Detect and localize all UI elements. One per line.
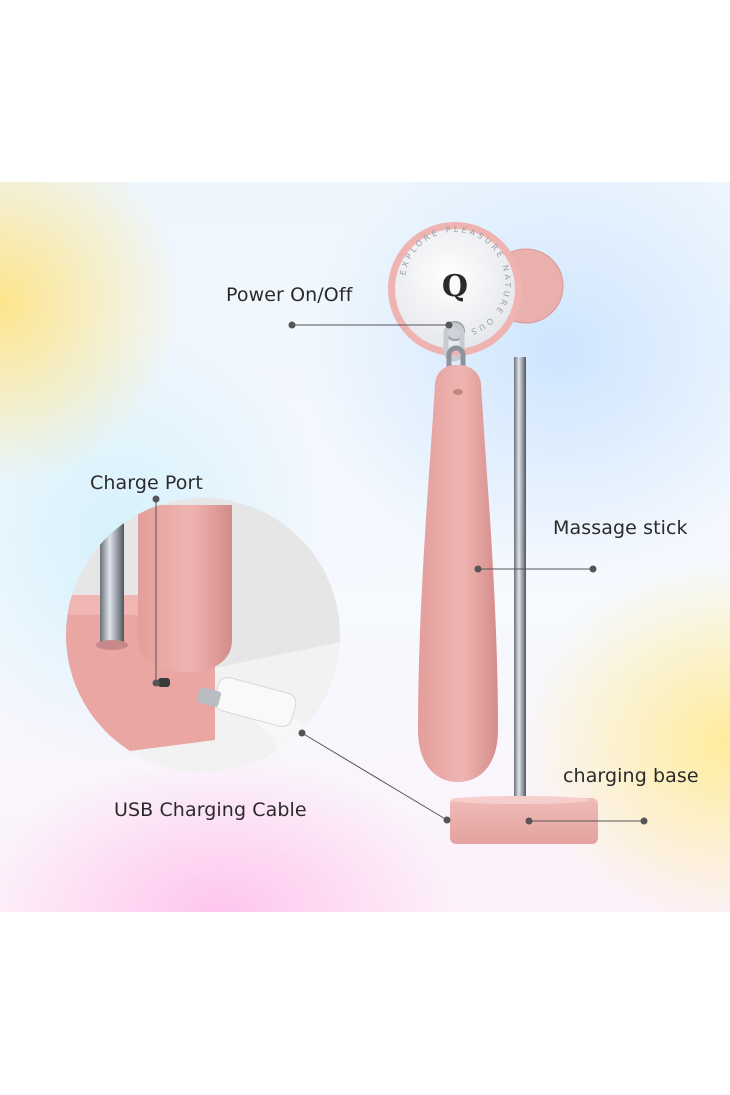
leader-lines — [152, 321, 648, 825]
charging-base-shape — [450, 796, 598, 844]
brand-logo-icon: Q — [442, 269, 468, 304]
charge-port-inset — [66, 498, 340, 772]
label-usb-charging-cable: USB Charging Cable — [114, 799, 307, 821]
label-massage-stick: Massage stick — [553, 517, 688, 539]
label-power-on-off: Power On/Off — [226, 284, 353, 306]
stand-rod — [514, 357, 526, 805]
usb-port-icon — [158, 678, 170, 687]
label-charging-base: charging base — [563, 765, 699, 787]
massage-stick — [418, 365, 498, 782]
device-head: EXPLORE PLEASURE NATURE OUS Q — [388, 222, 522, 356]
label-charge-port: Charge Port — [90, 472, 203, 494]
